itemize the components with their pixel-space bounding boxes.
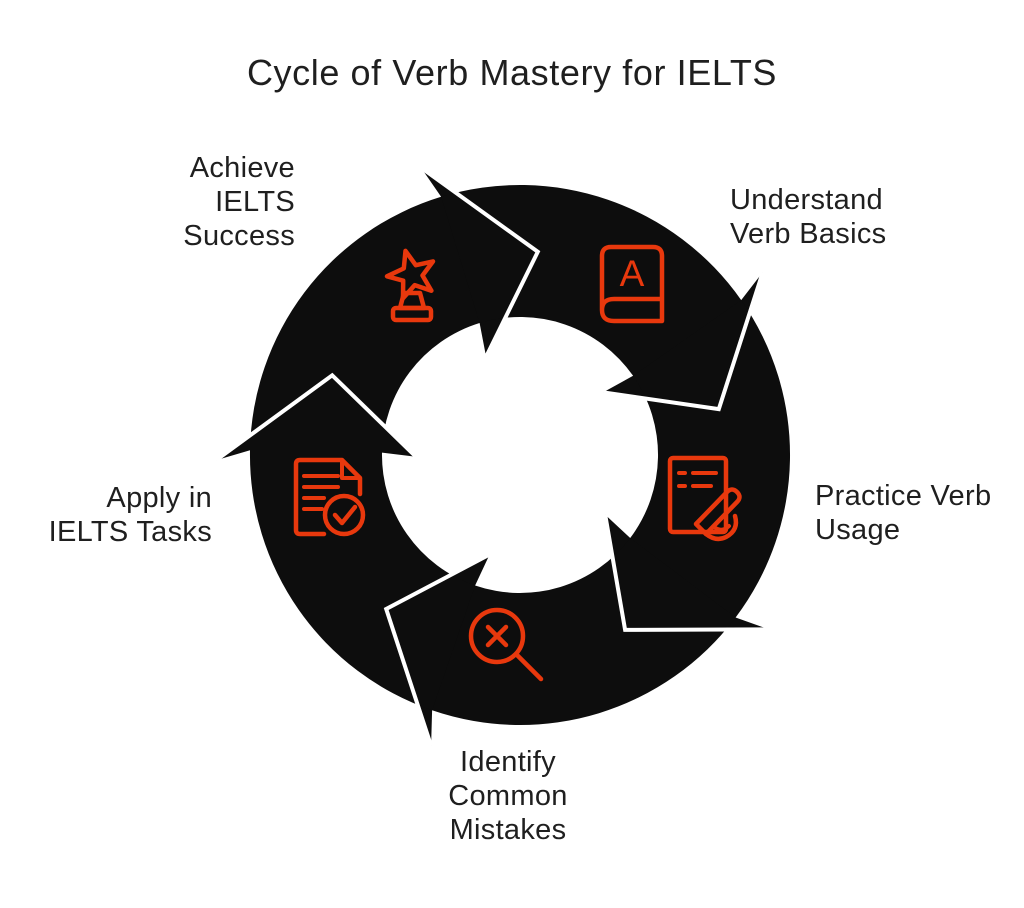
- label-line: IELTS Tasks: [48, 516, 212, 548]
- step-label-understand-verb-basics: Understand Verb Basics: [730, 183, 886, 251]
- label-line: Identify: [460, 746, 556, 778]
- label-line: IELTS: [215, 186, 295, 218]
- page-title: Cycle of Verb Mastery for IELTS: [246, 52, 778, 93]
- label-line: Apply in: [106, 482, 212, 514]
- label-line: Practice Verb: [815, 480, 992, 512]
- cycle-segment-5: [216, 375, 476, 711]
- segment-separator-5: [214, 372, 418, 462]
- step-label-practice-verb-usage: Practice Verb Usage: [815, 479, 991, 547]
- label-line: Understand: [730, 184, 883, 216]
- cycle-segment-3: [605, 300, 791, 630]
- step-label-achieve-ielts-success: Achieve IELTS Success: [120, 151, 295, 253]
- segment-separator-4: [383, 552, 491, 747]
- label-line: Common: [448, 780, 568, 812]
- segment-separators: [214, 165, 770, 747]
- label-line: Success: [183, 220, 295, 252]
- document-check-icon: [293, 457, 366, 537]
- label-line: Usage: [815, 514, 901, 546]
- segment-separator-2: [602, 271, 765, 412]
- step-label-identify-common-mistakes: Identify Common Mistakes: [398, 745, 618, 847]
- segment-separator-1: [419, 165, 541, 358]
- label-line: Mistakes: [449, 814, 567, 846]
- label-line: Verb Basics: [730, 218, 887, 250]
- book-a-icon: A: [599, 244, 665, 324]
- writing-hand-icon: [667, 455, 742, 542]
- step-label-apply-in-ielts-tasks: Apply in IELTS Tasks: [20, 481, 212, 549]
- segment-separator-3: [603, 514, 770, 632]
- book-letter: A: [620, 253, 645, 294]
- label-line: Achieve: [189, 152, 295, 184]
- trophy-star-icon: [384, 248, 436, 323]
- magnifier-x-icon: [468, 607, 544, 682]
